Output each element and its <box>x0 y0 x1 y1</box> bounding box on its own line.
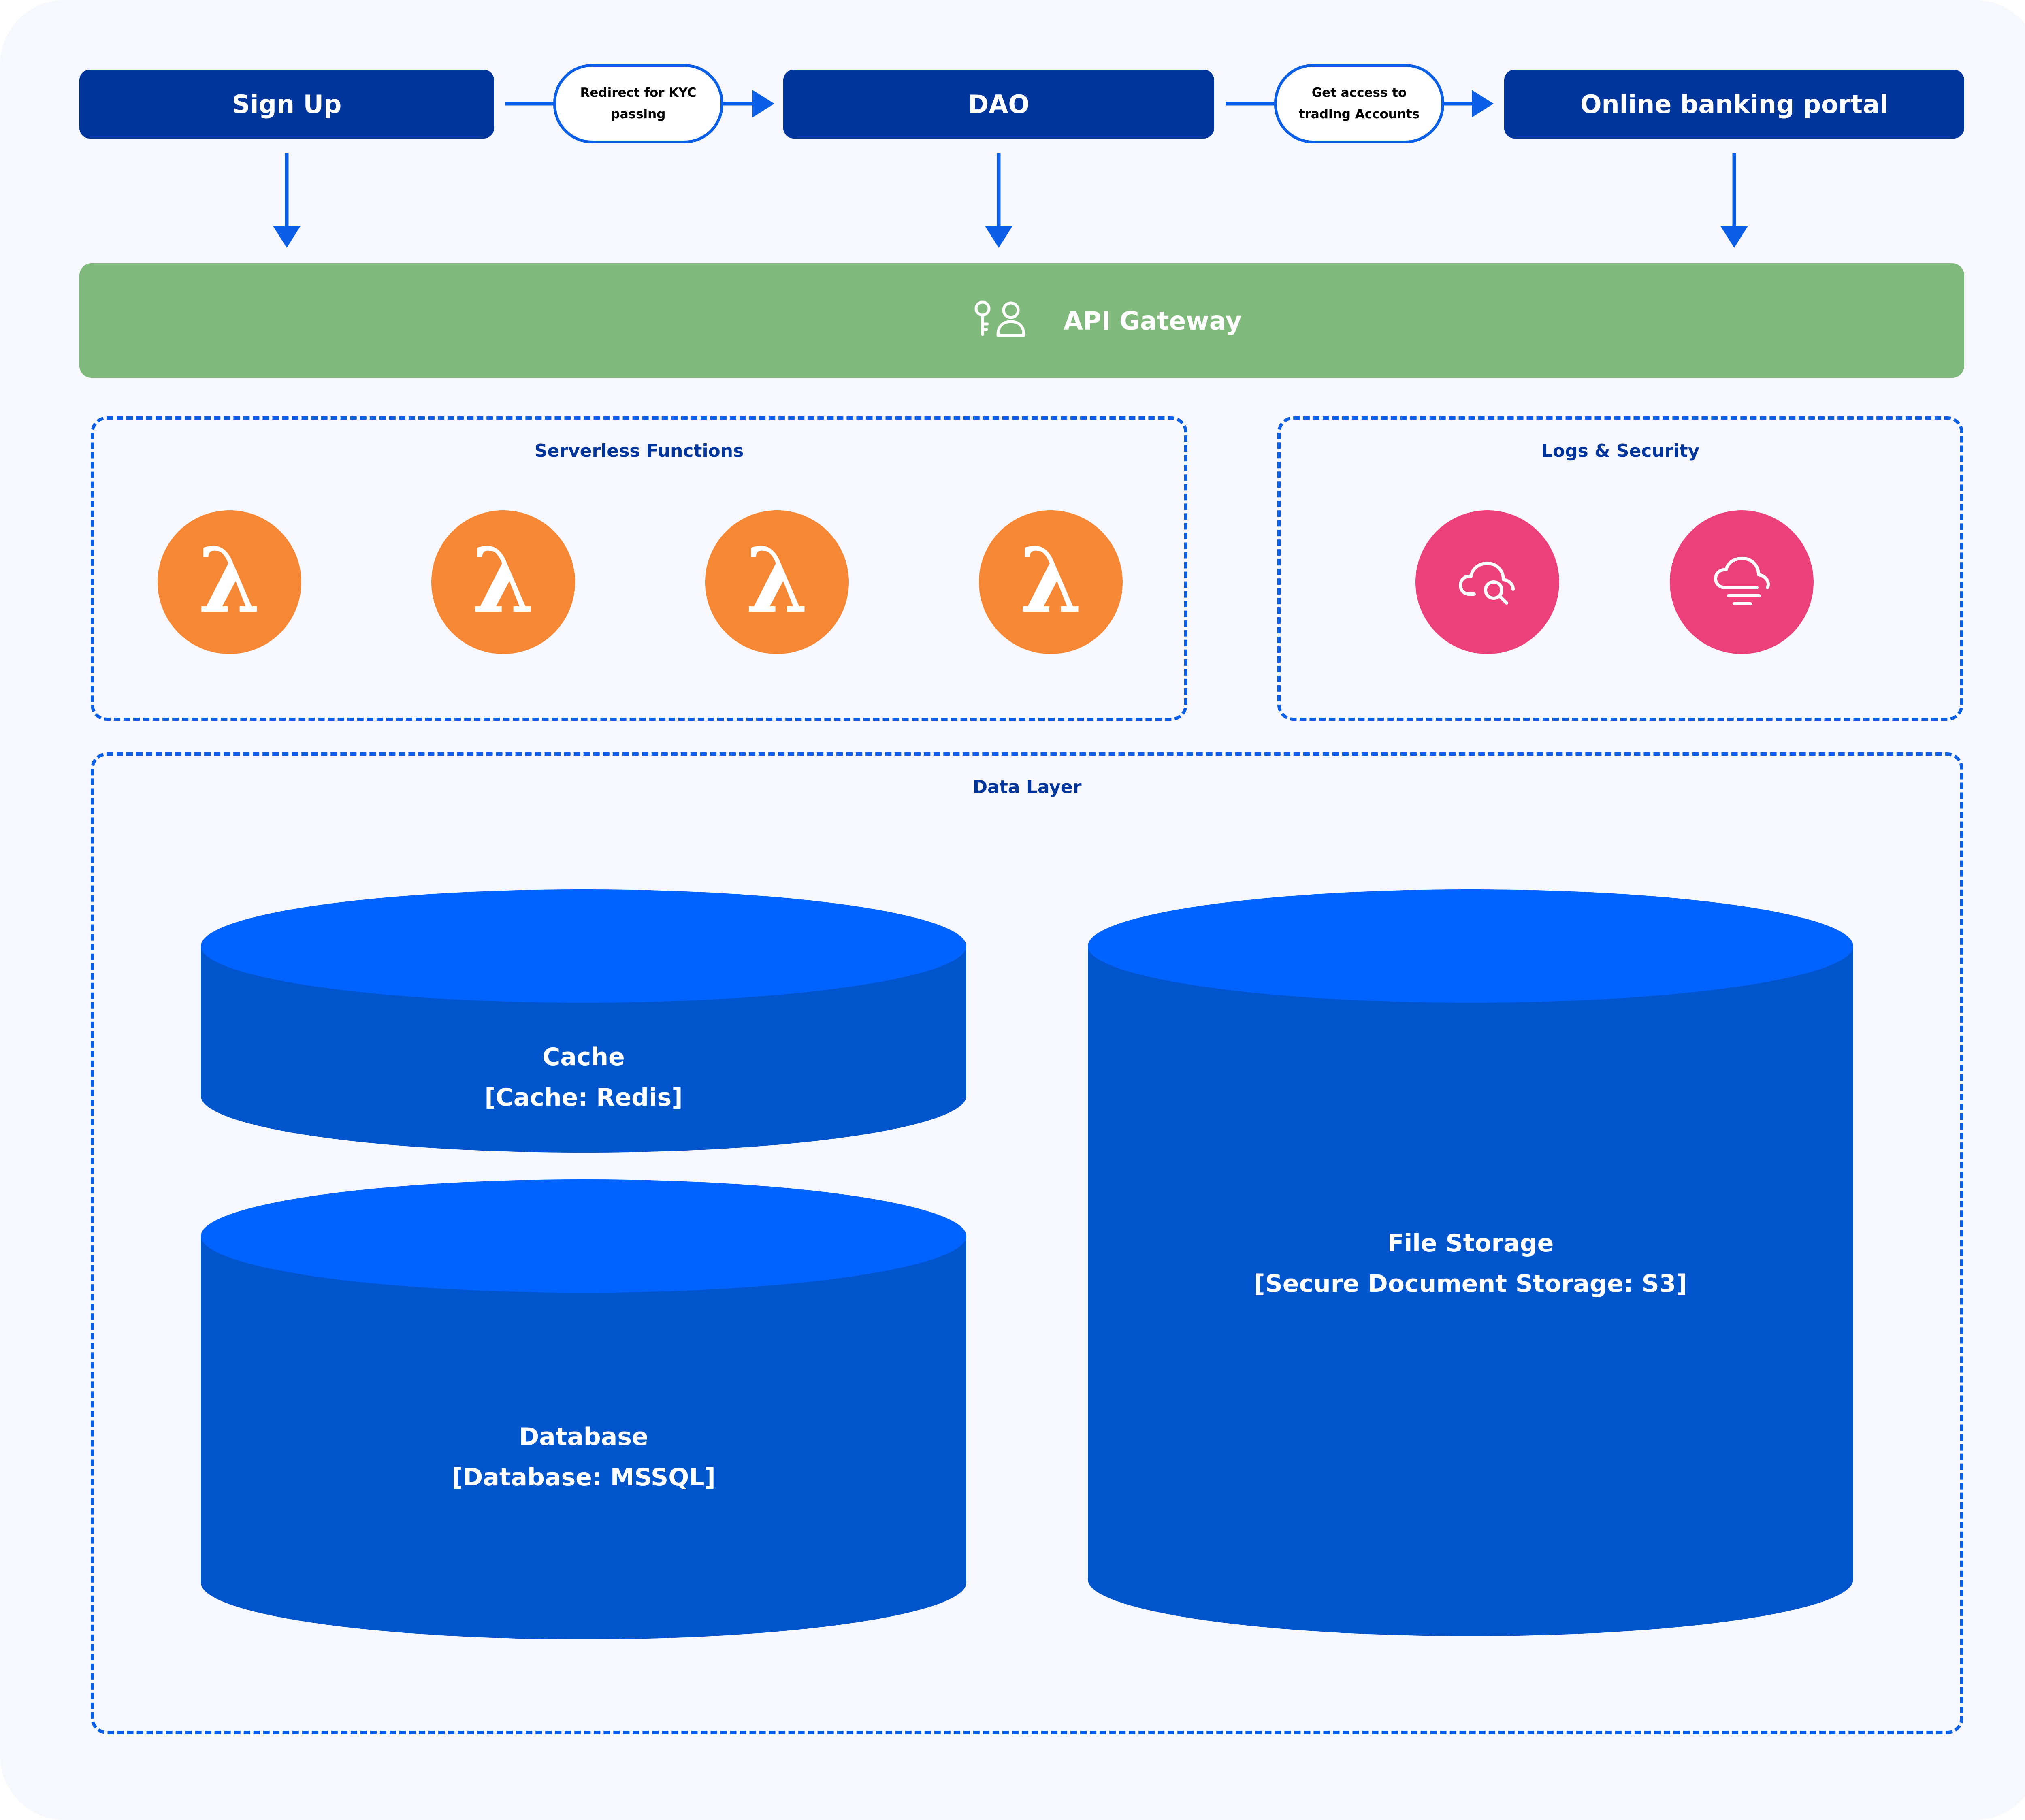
trading-access-pill[interactable]: Get access to trading Accounts <box>1274 64 1444 143</box>
dao-label: DAO <box>968 89 1030 119</box>
lambda-icon: λ <box>1019 527 1082 633</box>
file-storage-cylinder[interactable] <box>1088 889 1857 1639</box>
cache-name: Cache <box>542 1043 625 1071</box>
data-layer-group: Data Layer <box>91 752 1963 1734</box>
portal-label: Online banking portal <box>1580 89 1889 119</box>
file-storage-name: File Storage <box>1387 1229 1554 1257</box>
lambda-function-3[interactable]: λ <box>705 510 849 654</box>
database-cylinder[interactable] <box>201 1179 970 1641</box>
data-layer-title: Data Layer <box>972 777 1082 797</box>
cloud-search-icon <box>1458 561 1515 605</box>
signup-label: Sign Up <box>232 89 342 119</box>
cache-label: Cache [Cache: Redis] <box>201 1037 966 1118</box>
database-name: Database <box>519 1423 648 1451</box>
kyc-redirect-pill[interactable]: Redirect for KYC passing <box>553 64 723 143</box>
cache-cylinder[interactable] <box>201 889 970 1153</box>
api-gateway-label: API Gateway <box>1063 306 1242 336</box>
arrowhead-portal <box>1472 90 1494 117</box>
arrowhead-signup-down <box>273 226 301 248</box>
lambda-icon: λ <box>472 527 535 633</box>
logs-security-group: Logs & Security <box>1277 416 1963 721</box>
cloud-fog-icon <box>1714 556 1770 605</box>
arrowhead-portal-down <box>1720 226 1748 248</box>
log-monitoring-service[interactable] <box>1415 510 1559 654</box>
database-label: Database [Database: MSSQL] <box>201 1417 966 1498</box>
api-gateway-bar[interactable]: API Gateway <box>79 263 1964 378</box>
trading-line-2: trading Accounts <box>1298 107 1420 121</box>
lambda-function-2[interactable]: λ <box>431 510 575 654</box>
serverless-functions-group: Serverless Functions <box>91 416 1187 721</box>
dao-box[interactable]: DAO <box>783 70 1214 139</box>
kyc-line-1: Redirect for KYC <box>580 85 697 100</box>
lambda-function-4[interactable]: λ <box>979 510 1123 654</box>
arrowhead-dao <box>752 90 774 117</box>
security-service[interactable] <box>1670 510 1814 654</box>
lambda-icon: λ <box>746 527 808 633</box>
lambda-function-1[interactable]: λ <box>158 510 301 654</box>
trading-line-1: Get access to <box>1311 85 1407 100</box>
file-storage-label: File Storage [Secure Document Storage: S… <box>1088 1223 1853 1304</box>
file-storage-tech: [Secure Document Storage: S3] <box>1254 1270 1687 1298</box>
kyc-line-2: passing <box>611 107 666 121</box>
lambda-icon: λ <box>198 527 261 633</box>
serverless-functions-title: Serverless Functions <box>534 441 744 461</box>
database-tech: [Database: MSSQL] <box>452 1463 716 1492</box>
online-banking-portal-box[interactable]: Online banking portal <box>1504 70 1964 139</box>
arrowhead-dao-down <box>985 226 1013 248</box>
key-user-icon <box>974 300 1025 337</box>
signup-box[interactable]: Sign Up <box>79 70 494 139</box>
cache-tech: [Cache: Redis] <box>484 1083 683 1112</box>
logs-security-title: Logs & Security <box>1541 441 1700 461</box>
